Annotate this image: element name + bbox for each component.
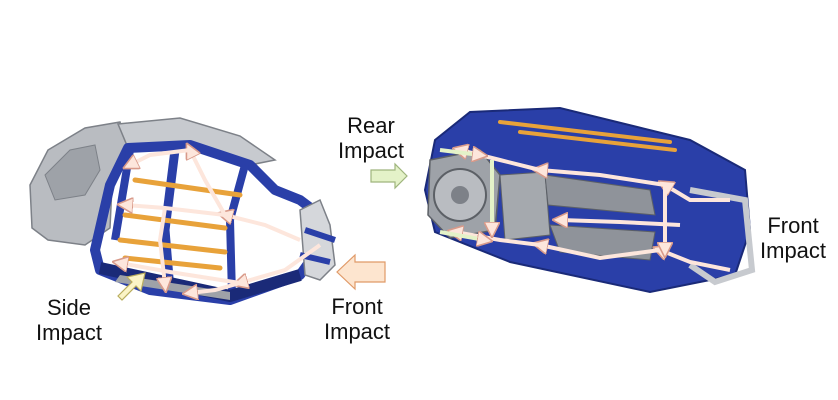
door-reinforcement-beams	[117, 177, 243, 271]
side-impact-label-line2: Impact	[36, 320, 103, 345]
floor-panel-2	[544, 174, 656, 216]
front-impact-right-line2: Impact	[760, 238, 827, 263]
side-load-path-arrows	[120, 150, 322, 293]
underbody-load-path-arrows	[455, 150, 731, 272]
front-impact-label-right: Front Impact	[760, 213, 826, 263]
rear-impact-label-line2: Impact	[338, 138, 405, 163]
front-impact-label-left: Front Impact	[324, 294, 390, 344]
rear-impact-arrow	[370, 162, 408, 190]
side-impact-arrow	[117, 272, 146, 301]
front-impact-arrow-left	[336, 253, 386, 291]
a-pillar	[225, 163, 249, 296]
side-view-body-frame	[29, 117, 336, 305]
rear-load-path-arrows	[439, 150, 492, 240]
front-impact-left-line1: Front	[331, 294, 383, 319]
floor-panel-1	[499, 171, 551, 241]
rear-impact-label: Rear Impact	[338, 113, 404, 163]
underbody-view-frame	[423, 106, 756, 294]
rear-impact-label-line1: Rear	[347, 113, 395, 138]
underbody-reinforcement-bars	[498, 120, 677, 152]
front-subframe	[688, 187, 756, 286]
side-impact-label-line1: Side	[46, 295, 92, 320]
front-impact-left-line2: Impact	[324, 319, 391, 344]
front-impact-right-line1: Front	[767, 213, 819, 238]
side-impact-label: Side Impact	[36, 295, 102, 345]
